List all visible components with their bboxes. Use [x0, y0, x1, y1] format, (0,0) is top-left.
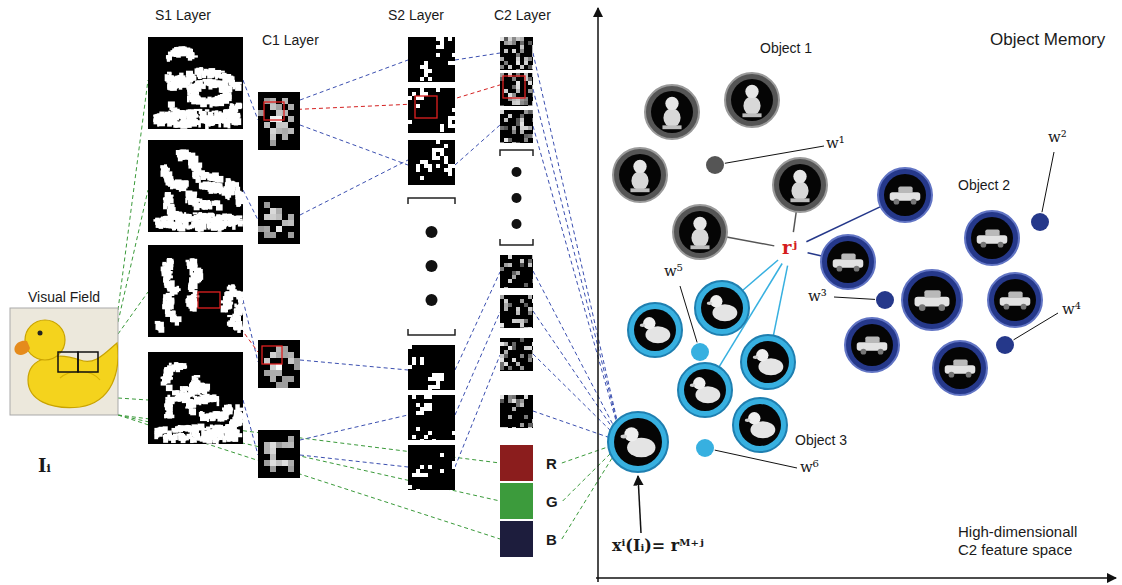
- figure-stage: Visual FieldRGBS1 LayerC1 LayerS2 LayerC…: [0, 0, 1122, 585]
